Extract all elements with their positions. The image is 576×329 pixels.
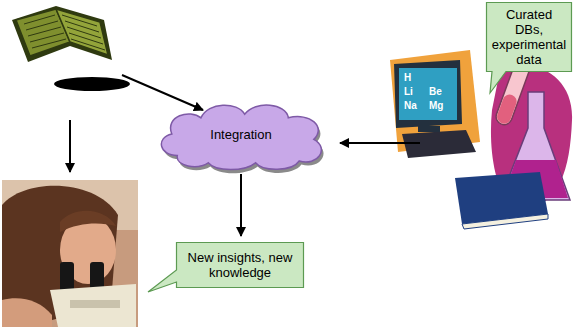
element-symbol: Be — [429, 86, 442, 98]
monitor-bezel — [394, 60, 462, 128]
monitor-stand — [418, 126, 440, 132]
flow-arrow — [240, 174, 242, 236]
callout-box: Curated DBs, experimental data — [486, 2, 572, 72]
photo-ground — [2, 180, 138, 327]
microscope-photo — [2, 180, 138, 327]
flow-arrow — [122, 75, 203, 110]
node-text: Integration — [155, 127, 327, 142]
node-text: Curated DBs, experimental data — [491, 7, 567, 67]
monitor-screen — [399, 68, 457, 120]
page-lines — [24, 15, 105, 50]
lab-clipart — [390, 50, 572, 229]
cloud-shape: Integration — [150, 98, 332, 170]
element-symbol: Na — [404, 100, 417, 112]
microscope-body — [50, 284, 136, 327]
callout-fill — [487, 3, 572, 94]
element-symbol: H — [404, 72, 411, 84]
text-holder: New insights, new knowledge — [176, 246, 304, 284]
book-pages — [462, 214, 548, 229]
node-text: New insights, new knowledge — [181, 250, 299, 280]
text-holder: Integration — [150, 123, 332, 146]
element-symbol: Mg — [429, 100, 443, 112]
flow-arrow — [69, 120, 71, 172]
hand — [2, 298, 52, 327]
fringe — [60, 211, 116, 232]
book-shadow — [54, 77, 130, 91]
book-cover — [12, 6, 112, 62]
eyepiece — [60, 262, 74, 292]
book-page — [56, 9, 108, 55]
microscope-detail — [70, 300, 120, 308]
element-symbol: Li — [404, 86, 413, 98]
flow-arrow — [340, 142, 420, 144]
text-holder: Curated DBs, experimental data — [486, 3, 572, 71]
book-icon — [12, 6, 130, 91]
callout-fill — [148, 243, 304, 293]
callout-box: New insights, new knowledge — [176, 242, 304, 288]
